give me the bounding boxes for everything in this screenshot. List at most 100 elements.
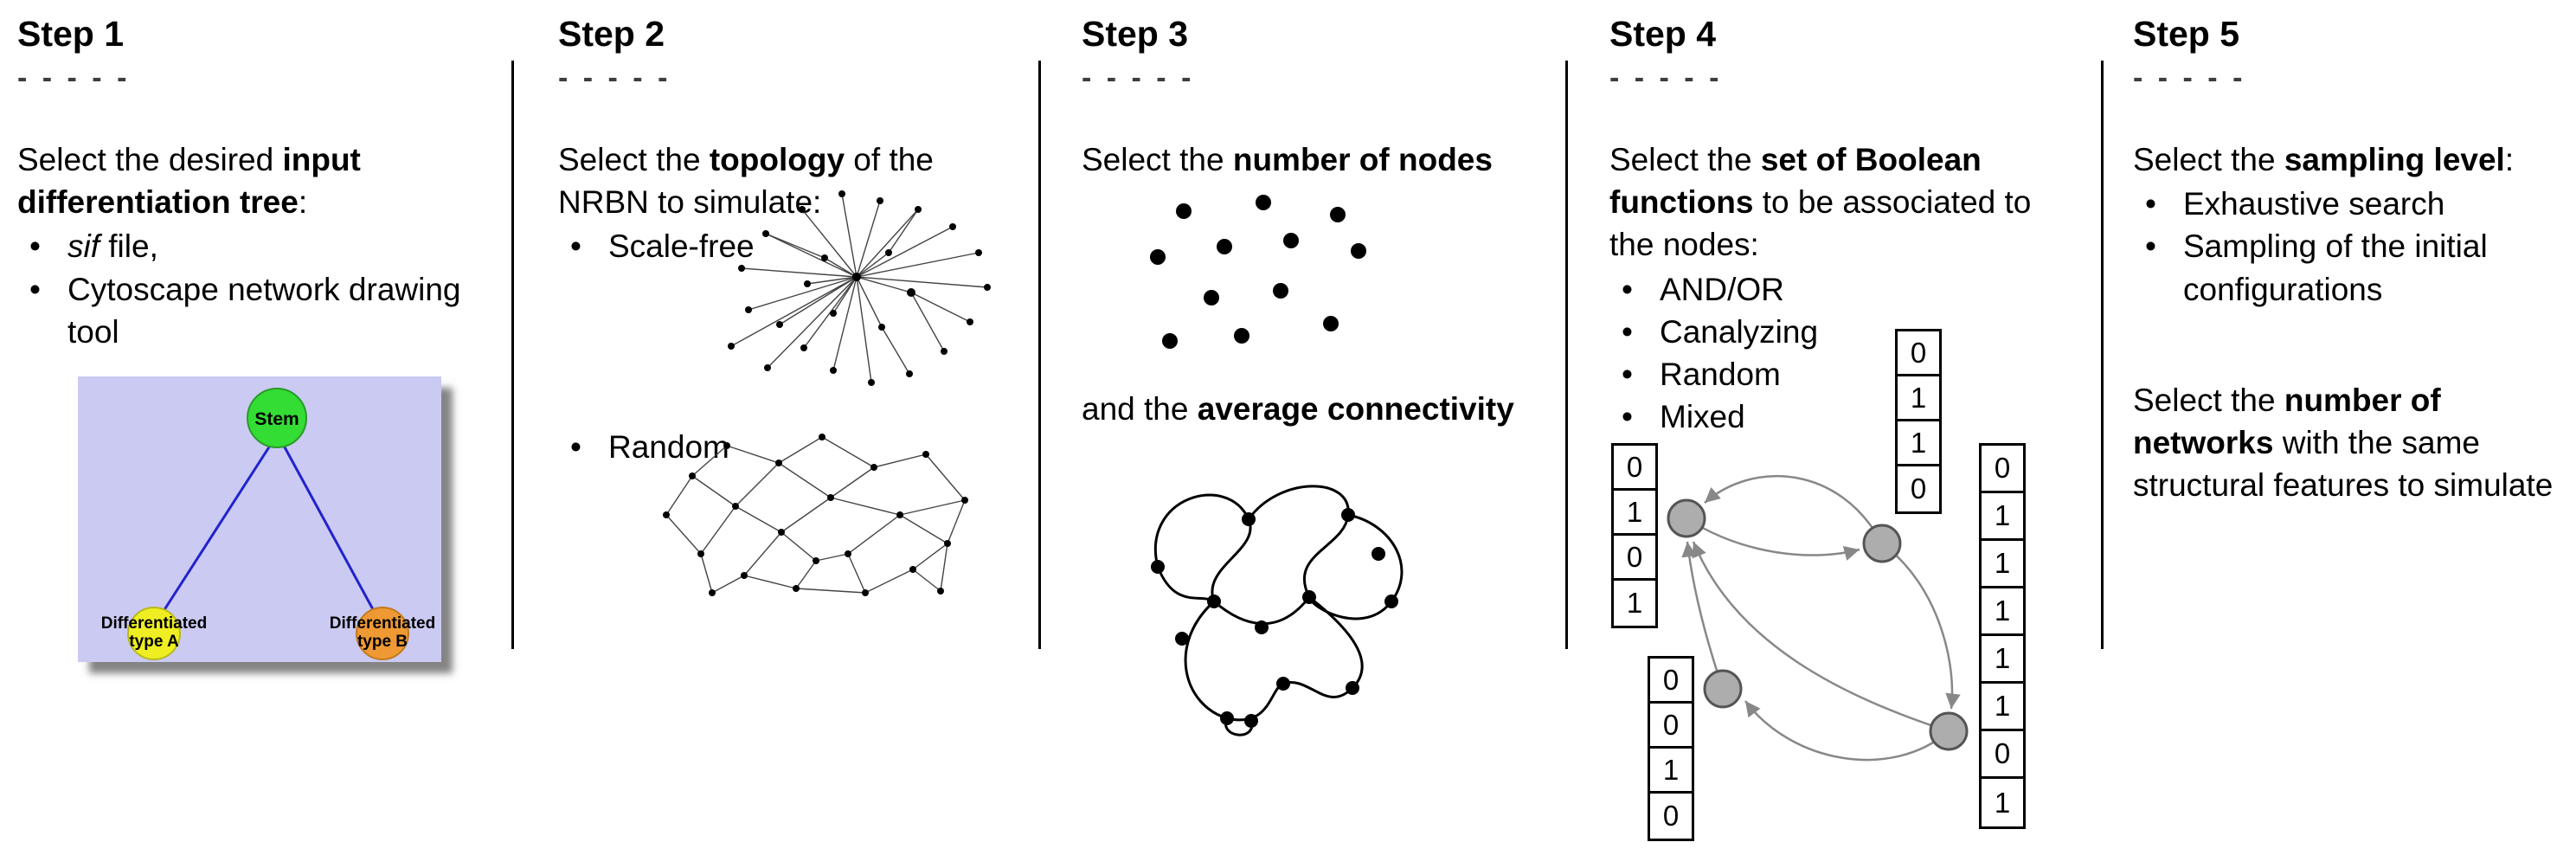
differentiation-tree-image: Stem Differentiated type A Differentiate…	[78, 376, 441, 662]
step-5-dashes: - - - - -	[2133, 61, 2246, 94]
list-item: • Sampling of the initial configurations	[2133, 225, 2570, 310]
table-cell: 1	[1982, 588, 2023, 636]
table-cell: 0	[1650, 704, 1692, 749]
bullet-text: Cytoscape network drawing tool	[67, 271, 461, 350]
list-item: • Cytoscape network drawing tool	[17, 268, 502, 353]
truth-table-bottom-left: 0 0 1 0	[1648, 656, 1694, 841]
nodes-dots-image	[1142, 192, 1402, 402]
step-5-bullets: • Exhaustive search • Sampling of the in…	[2133, 183, 2570, 311]
step-5-title: Step 5	[2133, 14, 2240, 54]
step-1-bullets: • sif file, • Cytoscape network drawing …	[17, 225, 502, 353]
bullet-marker: •	[2145, 186, 2156, 222]
list-item: • Random	[1609, 353, 2081, 395]
table-cell: 1	[1898, 421, 1939, 466]
step-1-title: Step 1	[17, 14, 125, 54]
step-2-column: Step 2 - - - - - Select the topology of …	[558, 0, 1025, 268]
bullet-text: Scale-free	[608, 228, 755, 265]
list-item: • Canalyzing	[1609, 311, 2081, 353]
step-1-column: Step 1 - - - - - Select the desired inpu…	[17, 0, 502, 353]
type-a-label-line2: type A	[129, 633, 179, 651]
table-cell: 0	[1614, 536, 1655, 581]
stem-label: Stem	[254, 409, 299, 429]
list-item: • sif file,	[17, 225, 502, 267]
table-cell: 1	[1982, 636, 2023, 684]
step-4-title: Step 4	[1609, 14, 1717, 54]
differentiation-tree-svg: Stem Differentiated type A Differentiate…	[101, 388, 435, 660]
step-5-intro: Select the sampling level:	[2133, 142, 2515, 177]
type-b-label-line2: type B	[357, 633, 408, 651]
column-divider	[511, 61, 514, 649]
step-3-line2: and the average connectivity	[1082, 391, 1514, 427]
table-cell: 0	[1982, 731, 2023, 779]
step-3-dashes: - - - - -	[1082, 61, 1195, 94]
step-4-column: Step 4 - - - - - Select the set of Boole…	[1609, 0, 2081, 438]
average-connectivity-image	[1132, 472, 1430, 749]
step-5-column: Step 5 - - - - - Select the sampling lev…	[2133, 0, 2570, 311]
table-cell: 1	[1994, 786, 2011, 819]
boolean-node	[1667, 498, 1706, 538]
boolean-node	[1862, 524, 1902, 563]
type-a-label-line1: Differentiated	[101, 614, 207, 633]
table-cell: 0	[1650, 659, 1692, 704]
step-1-intro: Select the desired input differentiation…	[17, 142, 361, 221]
boolean-network-graph-image	[1606, 326, 2082, 855]
bullet-marker: •	[570, 429, 581, 465]
list-item: • Exhaustive search	[2133, 183, 2570, 225]
truth-table-right: 0 1 1 1 1 1 0 1	[1979, 443, 2026, 829]
list-item: • AND/OR	[1609, 268, 2081, 311]
bullet-marker: •	[1622, 399, 1633, 435]
bullet-text: AND/OR	[1660, 271, 1784, 307]
bullet-marker: •	[29, 228, 41, 265]
table-cell: 1	[1982, 684, 2023, 731]
column-divider	[1565, 61, 1568, 649]
bullet-text: Random	[1660, 357, 1781, 393]
column-divider	[2101, 61, 2104, 649]
bullet-marker: •	[570, 228, 581, 265]
bullet-marker: •	[29, 271, 41, 307]
bullet-text: Random	[608, 429, 729, 465]
bullet-text: Sampling of the initial configurations	[2183, 228, 2488, 307]
bullet-marker: •	[1622, 357, 1633, 393]
boolean-node	[1929, 711, 1969, 751]
type-a-node	[127, 607, 181, 660]
bullet-marker: •	[1622, 313, 1633, 350]
step-4-dashes: - - - - -	[1609, 61, 1723, 94]
random-network-image	[653, 415, 982, 614]
table-cell: 1	[1650, 749, 1692, 794]
bullet-text: sif file,	[67, 228, 158, 265]
truth-table-left: 0 1 0 1	[1611, 443, 1658, 628]
column-divider	[1038, 61, 1041, 649]
bullet-marker: •	[2145, 228, 2156, 265]
list-item: • Mixed	[1609, 395, 2081, 438]
truth-table-top: 0 1 1 0	[1895, 329, 1942, 514]
table-cell: 1	[1614, 491, 1655, 536]
bullet-text: Exhaustive search	[2183, 186, 2445, 222]
step-1-dashes: - - - - -	[17, 61, 131, 94]
list-item: • Scale-free	[558, 225, 1025, 267]
step-3-line1: Select the number of nodes	[1082, 142, 1493, 177]
table-cell: 0	[1910, 472, 1927, 505]
step-2-intro: Select the topology of the NRBN to simul…	[558, 142, 934, 221]
table-cell: 0	[1662, 800, 1680, 832]
table-cell: 0	[1982, 446, 2023, 493]
scale-free-network-image	[705, 182, 999, 402]
table-cell: 1	[1982, 493, 2023, 541]
step-3-title: Step 3	[1082, 14, 1189, 54]
list-item: • Random	[558, 426, 818, 468]
step-2-title: Step 2	[558, 14, 665, 54]
step-2-bullets: • Scale-free	[558, 225, 1025, 267]
bullet-marker: •	[1622, 271, 1633, 307]
step-2-dashes: - - - - -	[558, 61, 671, 94]
table-cell: 1	[1982, 541, 2023, 588]
boolean-node	[1703, 669, 1743, 709]
type-b-node	[356, 607, 409, 660]
step-3-column: Step 3 - - - - - Select the number of no…	[1082, 0, 1553, 181]
table-cell: 1	[1898, 376, 1939, 421]
bullet-text: Mixed	[1660, 399, 1745, 435]
step-4-intro: Select the set of Boolean functions to b…	[1609, 142, 2032, 263]
type-b-label-line1: Differentiated	[330, 614, 435, 633]
table-cell: 1	[1626, 587, 1643, 619]
table-cell: 0	[1614, 446, 1655, 491]
table-cell: 0	[1898, 331, 1939, 376]
